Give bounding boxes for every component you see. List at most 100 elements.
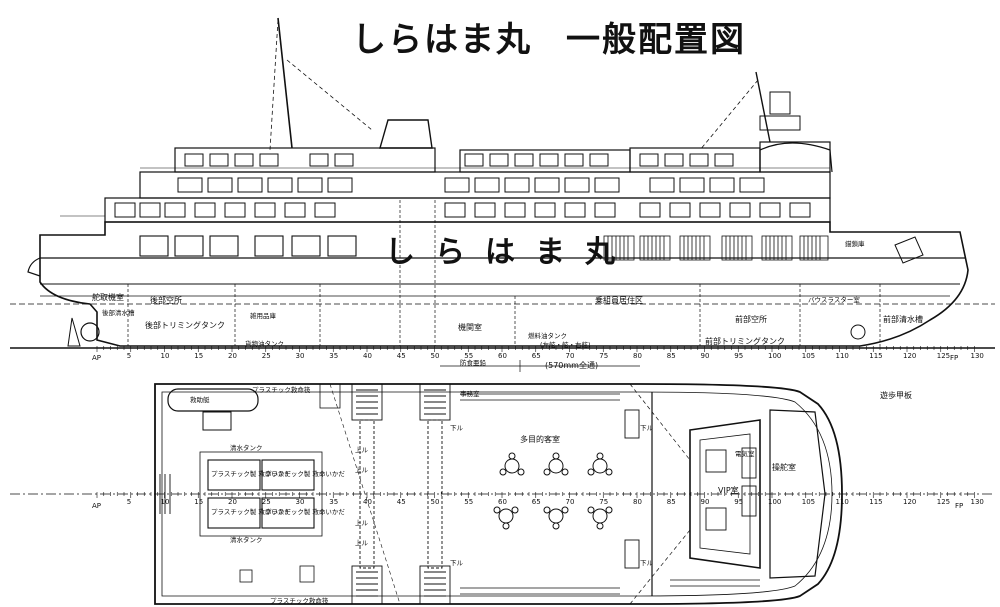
label-down-3: 下ル	[640, 424, 654, 432]
frame-tick-label: 55	[464, 498, 473, 506]
label-down-1: 下ル	[450, 424, 464, 432]
frame-tick-label: 105	[802, 498, 815, 506]
frame-tick-label: 30	[296, 498, 305, 506]
label-fuel-tank-sub: (左舷・舷・右舷)	[540, 340, 591, 349]
label-up-3: 上ル	[355, 518, 369, 527]
label-deck: 遊歩甲板	[880, 390, 912, 400]
frame-tick-label: 25	[262, 498, 271, 506]
frame-tick-label: 15	[194, 498, 203, 506]
label-fore-fw-tank: 前部清水槽	[883, 314, 923, 324]
profile-fp-label: FP	[950, 354, 958, 362]
ship-name: しらはま丸	[352, 20, 532, 60]
frame-tick-label: 10	[161, 352, 170, 360]
frame-tick-label: 115	[869, 498, 882, 506]
label-main-cabin: 多目的客室	[520, 434, 560, 444]
label-chain-locker: 錨鎖庫	[845, 239, 865, 248]
label-fuel-tank: 燃料油タンク	[528, 331, 567, 340]
frame-tick-label: 35	[329, 352, 338, 360]
label-misc-store: 雑用品庫	[250, 311, 277, 320]
profile-ap-label: AP	[92, 354, 101, 362]
label-chart-room: 電気室	[735, 449, 755, 458]
frame-tick-label: 125	[937, 498, 950, 506]
label-raft-box-4: プラスチック製 救命いかだ	[265, 507, 345, 516]
label-tank-top: 清水タンク	[230, 443, 263, 452]
drawing-title: しらはま丸一般配置図	[352, 12, 746, 61]
frame-tick-label: 130	[971, 498, 984, 506]
frame-tick-label: 35	[329, 498, 338, 506]
frame-tick-label: 30	[296, 352, 305, 360]
frame-tick-label: 110	[836, 498, 849, 506]
frame-tick-label: 90	[701, 498, 710, 506]
frame-tick-label: 45	[397, 498, 406, 506]
frame-tick-label: 120	[903, 352, 916, 360]
frame-tick-label: 40	[363, 498, 372, 506]
label-engine-room: 機関室	[458, 322, 482, 332]
frame-tick-label: 85	[667, 352, 676, 360]
frame-tick-label: 100	[768, 498, 781, 506]
label-rescue-boat: 救助艇	[190, 395, 210, 404]
frame-tick-label: 75	[599, 352, 608, 360]
frame-tick-label: 115	[869, 352, 882, 360]
frame-tick-label: 80	[633, 352, 642, 360]
label-bilge-keel: 防食亜鉛	[460, 358, 487, 367]
frame-tick-label: 50	[431, 352, 440, 360]
label-raft-box-1: プラスチック製 救命いかだ	[211, 469, 291, 478]
label-up-4: 上ル	[355, 538, 369, 547]
frame-tick-label: 10	[161, 498, 170, 506]
frame-tick-label: 80	[633, 498, 642, 506]
drawing-name: 一般配置図	[566, 20, 746, 60]
plan-view	[10, 383, 995, 605]
label-raft-bottom: プラスチック救命筏	[270, 596, 329, 605]
frame-tick-label: 125	[937, 352, 950, 360]
label-aft-void: 後部空所	[150, 295, 182, 305]
frame-tick-label: 50	[431, 498, 440, 506]
label-hold: 貨物油タンク	[245, 339, 284, 348]
profile-frame-scale: AP FP	[92, 354, 958, 362]
frame-tick-label: 60	[498, 352, 507, 360]
frame-tick-label: 15	[194, 352, 203, 360]
frame-tick-label: 110	[836, 352, 849, 360]
frame-tick-label: 120	[903, 498, 916, 506]
frame-tick-label: 55	[464, 352, 473, 360]
label-crew-space: 乗組員居住区	[595, 295, 643, 305]
hull-name: しらはま丸	[385, 235, 635, 270]
frame-tick-label: 25	[262, 352, 271, 360]
label-bow-thruster: バウスラスター室	[808, 295, 860, 304]
frame-tick-label: 65	[532, 498, 541, 506]
frame-tick-label: 105	[802, 352, 815, 360]
plan-ap-label: AP	[92, 502, 101, 510]
hatched-windows	[603, 235, 829, 261]
frame-tick-label: 60	[498, 498, 507, 506]
frame-tick-label: 85	[667, 498, 676, 506]
frame-tick-label: 5	[127, 352, 131, 360]
frame-tick-label: 45	[397, 352, 406, 360]
label-vip: VIP室	[718, 485, 739, 495]
frame-tick-label: 100	[768, 352, 781, 360]
label-raft-top: プラスチック救命筏	[252, 385, 311, 394]
frame-tick-label: 5	[127, 498, 131, 506]
plan-fp-label: FP	[955, 502, 963, 510]
label-fore-trim-tank: 前部トリミングタンク	[705, 336, 785, 346]
frame-tick-label: 40	[363, 352, 372, 360]
frame-tick-label: 20	[228, 498, 237, 506]
frame-tick-label: 95	[734, 498, 743, 506]
label-raft-box-3: プラスチック製 救命いかだ	[211, 507, 291, 516]
frame-tick-label: 95	[734, 352, 743, 360]
label-aft-trim-tank: 後部トリミングタンク	[145, 320, 225, 330]
label-down-2: 下ル	[450, 559, 464, 567]
label-steering-gear: 舵取機室	[92, 292, 124, 302]
profile-view: しらはま丸 舵取機室 後部空所 後部トリミングタンク 後部清水槽 貨物油タンク …	[10, 17, 995, 372]
label-frame-spacing: (570mm全通)	[545, 360, 598, 370]
label-down-4: 下ル	[640, 559, 654, 567]
label-up-1: 上ル	[355, 445, 369, 454]
frame-tick-label: 75	[599, 498, 608, 506]
label-up-2: 上ル	[355, 465, 369, 474]
label-fore-void: 前部空所	[735, 314, 767, 324]
lounge-tables	[493, 452, 613, 530]
frame-tick-label: 70	[566, 352, 575, 360]
label-wheelhouse: 操舵室	[772, 462, 796, 472]
frame-tick-label: 130	[971, 352, 984, 360]
